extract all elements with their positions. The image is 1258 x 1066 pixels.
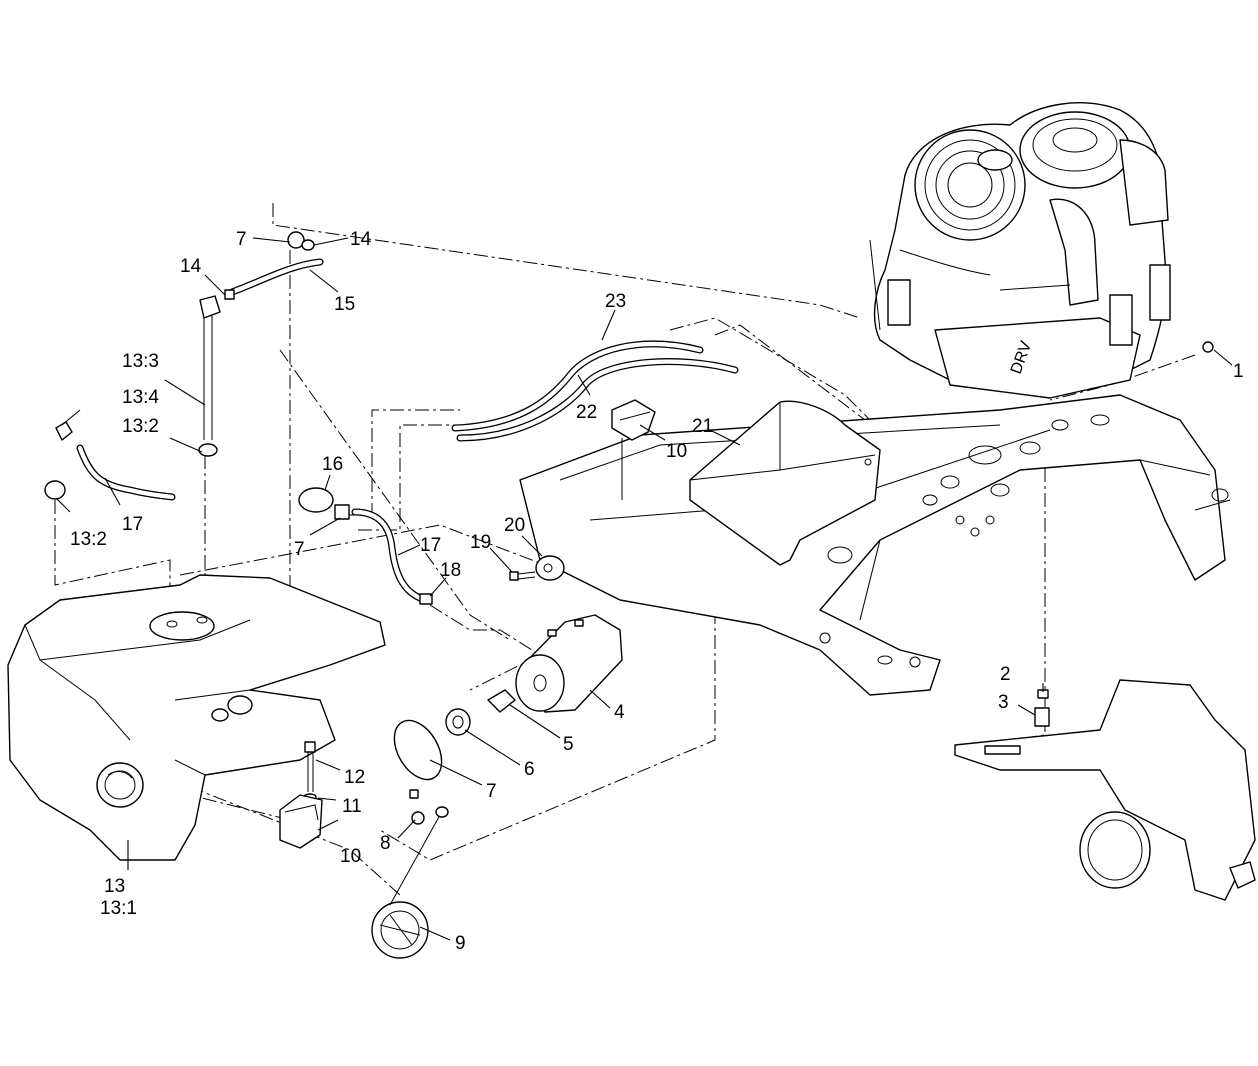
callout-7-filter-clamp: 7 [486,781,497,802]
bolt-spacer [509,555,565,581]
callout-18: 18 [440,560,461,581]
callout-3: 3 [998,692,1009,713]
callout-21: 21 [692,416,713,437]
callout-14-left: 14 [180,256,202,277]
callout-20: 20 [504,515,525,536]
callout-10-lower: 10 [340,846,361,867]
clamp-upper [611,399,656,500]
callout-17-left: 17 [122,514,143,535]
callout-8: 8 [380,833,391,854]
heat-shield [689,400,881,566]
callout-4: 4 [614,702,625,723]
fuel-cap [371,806,449,959]
callout-19: 19 [470,532,491,553]
callout-17-right: 17 [420,535,441,556]
inset-detail [954,679,1256,901]
callout-13-2-left: 13:2 [70,529,107,550]
fuel-hoses-22-23 [451,340,739,442]
callout-13-4: 13:4 [122,387,159,408]
callout-16: 16 [322,454,343,475]
callout-22: 22 [576,402,597,423]
nut [1202,341,1214,353]
engine: DRV [869,102,1171,399]
fuel-tank [7,574,386,861]
callout-7-valve: 7 [294,539,305,560]
chassis-frame [519,394,1231,696]
callout-12: 12 [344,767,365,788]
callout-13-1: 13:1 [100,898,137,919]
callout-10-upper: 10 [666,441,687,462]
callout-13-2-right: 13:2 [122,416,159,437]
bolt-washer-clamp-lower [279,741,323,849]
callout-14-right: 14 [350,229,372,250]
callout-13-3: 13:3 [122,351,159,372]
callout-1: 1 [1233,361,1244,382]
callout-labels: 1 2 3 4 5 6 7 7 7 8 9 10 10 11 12 13 13:… [70,229,1244,954]
callout-7-top: 7 [236,229,247,250]
callout-13: 13 [104,876,125,897]
callout-11: 11 [342,796,362,817]
fuel-filter-assembly [393,614,623,799]
callout-9: 9 [455,933,466,954]
vent-valve-assembly [298,487,433,605]
callout-2: 2 [1000,664,1011,685]
leader-lines [55,237,1233,941]
callout-15: 15 [334,294,355,315]
callout-6: 6 [524,759,535,780]
callout-5: 5 [563,734,574,755]
callout-23: 23 [605,291,626,312]
